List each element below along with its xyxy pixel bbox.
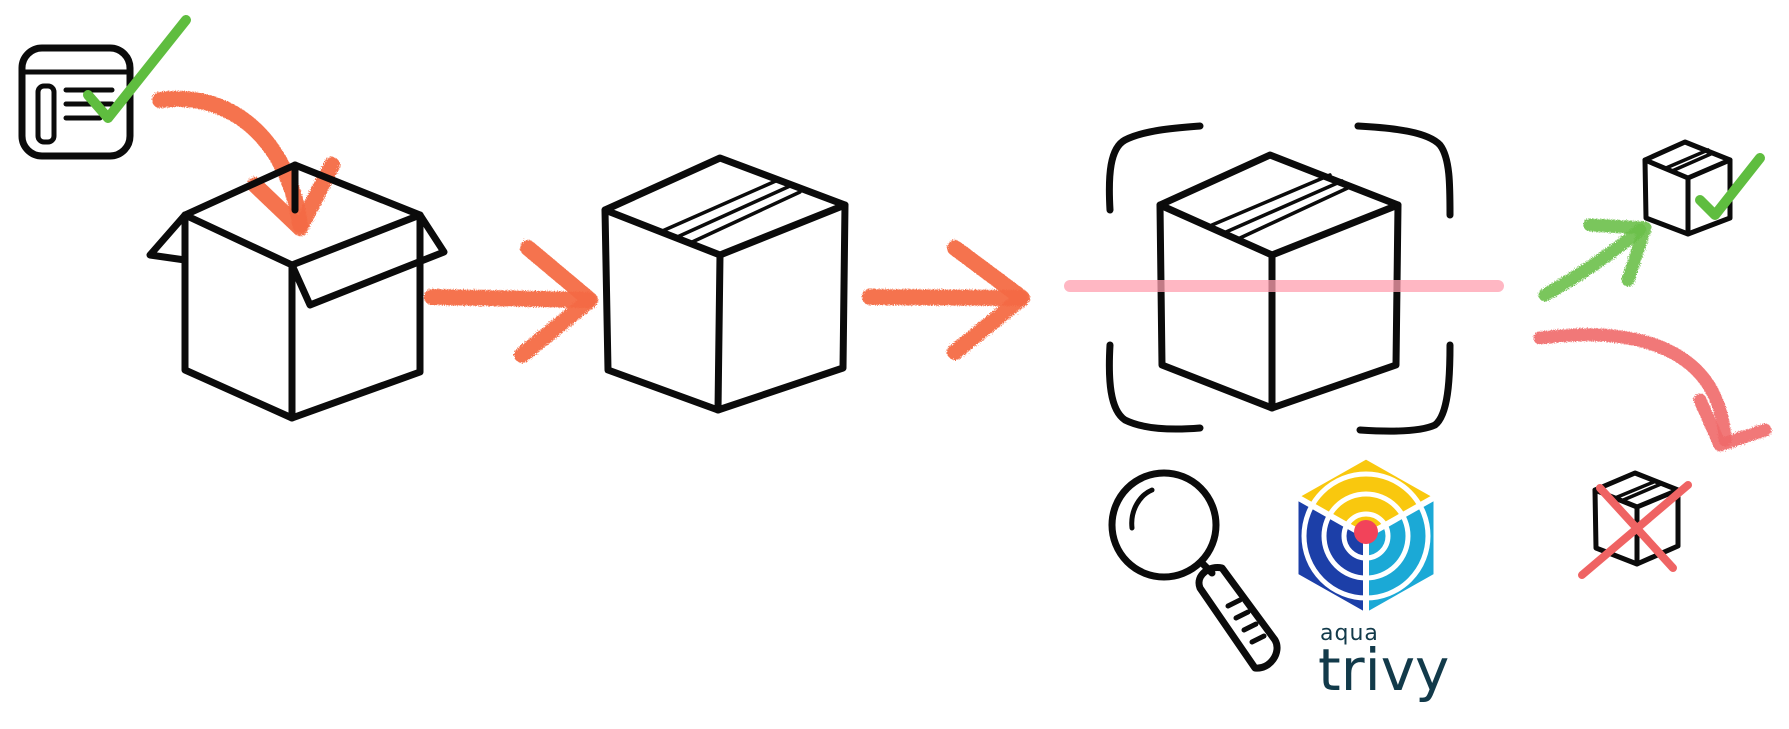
magnifying-glass-icon bbox=[1108, 469, 1281, 672]
arrow-right-2 bbox=[862, 240, 1030, 360]
trivy-logo: aqua trivy bbox=[1295, 456, 1449, 704]
checklist-document-icon bbox=[18, 44, 134, 160]
check-icon bbox=[83, 15, 191, 123]
open-box-icon bbox=[146, 161, 448, 422]
scanner-frame bbox=[1105, 122, 1454, 435]
approved-box-icon bbox=[1642, 139, 1733, 237]
trivy-logo-vendor: aqua bbox=[1320, 621, 1379, 646]
arrow-approved bbox=[1538, 218, 1652, 302]
arrow-into-box bbox=[152, 90, 340, 236]
trivy-logo-product: trivy bbox=[1318, 636, 1449, 704]
arrow-rejected bbox=[1533, 328, 1772, 452]
arrow-right-1 bbox=[424, 240, 598, 363]
approved-check-icon bbox=[1695, 153, 1765, 220]
rejected-cross-icon bbox=[1578, 481, 1692, 579]
sealed-box-icon bbox=[601, 154, 849, 414]
